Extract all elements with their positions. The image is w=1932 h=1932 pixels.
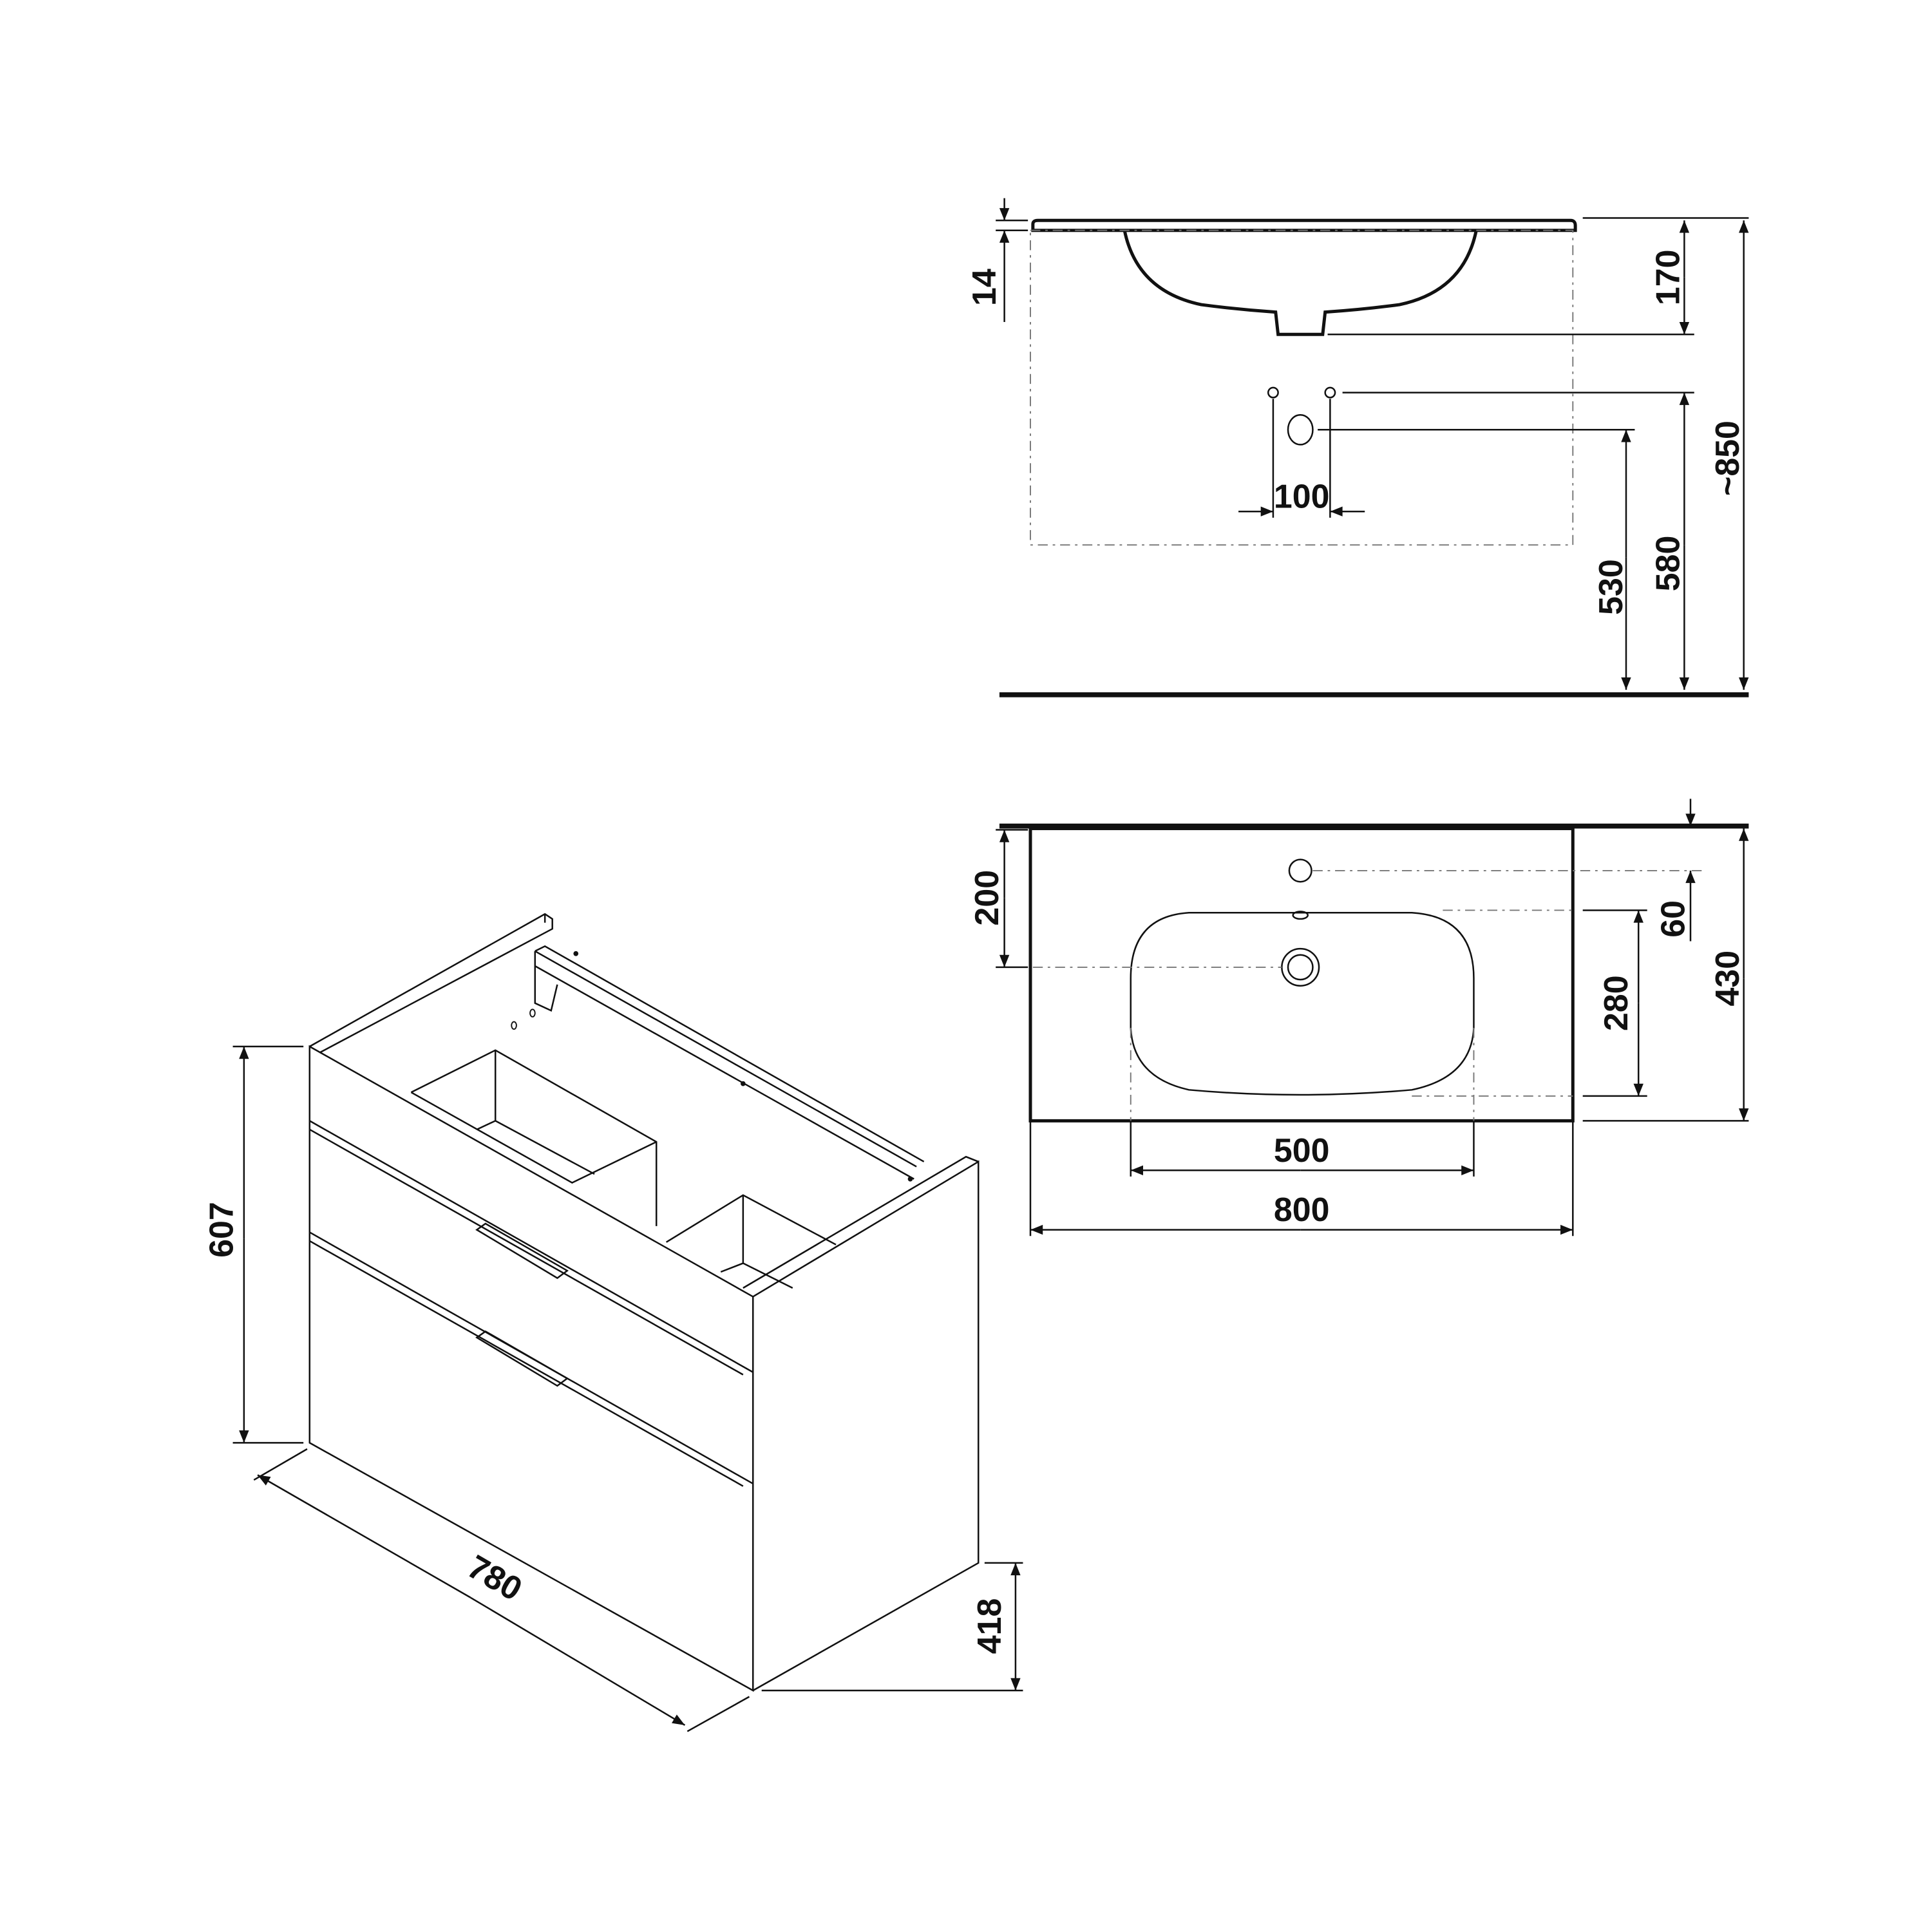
dim-tap-height: 580	[1650, 536, 1687, 592]
dim-waste-height: 530	[1593, 559, 1630, 615]
cabinet-front	[308, 1045, 754, 1692]
drawer-handle-top	[475, 1222, 569, 1280]
dim-rim-thickness: 14	[966, 269, 1003, 306]
waste-hole	[1287, 413, 1314, 446]
inner-compartment-left	[410, 1049, 658, 1226]
mounting-holes	[511, 951, 913, 1182]
dim-basin-width: 500	[1274, 1132, 1330, 1170]
cabinet-side	[752, 1160, 980, 1692]
dim-overall-width: 800	[1274, 1191, 1330, 1229]
back-rail	[534, 945, 925, 1180]
dim-cabinet-depth: 418	[971, 1598, 1009, 1654]
plan-view: 200 60 280 430 500 800	[969, 799, 1749, 1236]
tap-hole-right	[1324, 386, 1336, 399]
cabinet-view: 607 418 780	[204, 913, 1023, 1732]
cabinet-outline-dashed	[1030, 229, 1574, 546]
drawer-front-top	[309, 1120, 753, 1487]
elevation-view: 100 14 170 ~850 580 530	[966, 198, 1749, 697]
dim-cabinet-height: 607	[204, 1202, 241, 1258]
tap-hole-left	[1267, 386, 1279, 399]
tap-hole	[1288, 858, 1312, 883]
dim-overall-height: ~850	[1709, 421, 1747, 496]
cabinet-top-edges	[309, 913, 979, 1289]
dim-basin-depth: 280	[1598, 975, 1635, 1031]
basin-bowl-outline	[1130, 912, 1475, 1096]
dim-bowl-depth: 170	[1650, 249, 1687, 305]
wall-line	[999, 823, 1749, 829]
dim-overall-depth: 430	[1709, 951, 1747, 1007]
dim-cabinet-width: 780	[461, 1548, 528, 1609]
dim-tap-spacing: 100	[1274, 478, 1330, 515]
countertop-profile	[1031, 218, 1577, 232]
dim-drain-from-wall: 200	[969, 870, 1006, 926]
bowl-profile	[1122, 230, 1478, 336]
floor-line	[999, 692, 1749, 697]
washbasin-outline	[1028, 827, 1575, 1122]
inner-compartment-right	[665, 1194, 837, 1289]
drawer-handle-bottom	[475, 1330, 569, 1387]
overflow	[1292, 911, 1309, 920]
dim-tap-from-wall: 60	[1654, 900, 1692, 938]
